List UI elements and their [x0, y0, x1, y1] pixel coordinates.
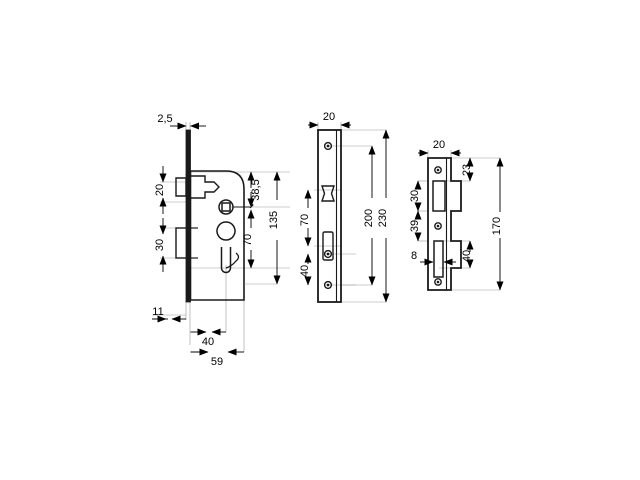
strike-view-group: 20 23 30 39 8 40 — [409, 139, 504, 291]
euro-cylinder-keyhole — [216, 221, 236, 274]
dim-label-38-5: 38,5 — [250, 179, 262, 200]
dead-bolt — [175, 227, 191, 259]
dim-strike-30: 30 — [409, 180, 422, 212]
dim-label-11: 11 — [152, 306, 163, 318]
strike-screw-hole-mid-center — [436, 224, 440, 228]
dim-label-230: 230 — [377, 209, 389, 227]
strike-screw-hole-top-center — [436, 168, 440, 172]
strike-screw-hole-top — [434, 166, 442, 174]
dim-strike-23: 23 — [461, 157, 474, 182]
dim-front-20: 20 — [308, 111, 351, 129]
dim-label-strike-40: 40 — [461, 250, 473, 262]
front-screw-hole-mid — [323, 249, 333, 259]
cylinder-cam-curve — [225, 252, 240, 269]
dim-label-strike-30: 30 — [409, 190, 421, 202]
latch-bolt — [190, 175, 220, 199]
dim-label-8: 8 — [411, 250, 417, 262]
dim-label-strike-20: 20 — [433, 139, 445, 151]
side-view-group: 2,5 20 30 38,5 70 13 — [152, 113, 290, 368]
strike-screw-hole-bottom-center — [436, 280, 440, 284]
dim-label-59: 59 — [211, 356, 223, 368]
dim-side-38-5: 38,5 — [247, 171, 262, 208]
dim-side-2-5: 2,5 — [157, 113, 206, 130]
front-faceplate-outline — [317, 129, 342, 303]
lock-case-body — [189, 170, 245, 301]
dim-label-front-70: 70 — [299, 214, 311, 226]
front-deadbolt-slot — [322, 231, 334, 261]
front-screw-hole-bottom — [323, 280, 333, 290]
dim-label-side-30: 30 — [154, 239, 166, 251]
dim-label-front-40: 40 — [299, 265, 311, 277]
strike-plate-outline — [427, 157, 462, 291]
strike-screw-hole-bottom — [434, 278, 442, 286]
dim-label-side-40: 40 — [202, 336, 214, 348]
dim-label-200: 200 — [363, 209, 375, 227]
dim-label-39: 39 — [409, 220, 421, 232]
strike-screw-hole-mid — [434, 222, 442, 230]
dim-front-40: 40 — [299, 253, 312, 286]
dim-side-20: 20 — [154, 166, 167, 214]
dim-label-135: 135 — [268, 211, 280, 229]
dim-side-30: 30 — [154, 218, 167, 272]
front-screw-hole-top-center — [326, 144, 330, 148]
dim-front-230: 230 — [377, 129, 390, 303]
dim-strike-40: 40 — [461, 240, 474, 269]
front-screw-hole-top — [323, 141, 333, 151]
strike-deadbolt-slot — [433, 240, 444, 278]
front-latch-opening — [321, 185, 335, 202]
front-screw-hole-bottom-center — [326, 283, 330, 287]
dim-label-170: 170 — [491, 217, 503, 235]
dim-label-23: 23 — [461, 164, 473, 176]
dim-label-side-70: 70 — [242, 234, 254, 246]
dim-side-11: 11 — [152, 306, 186, 323]
front-view-group: 20 70 40 200 230 — [299, 111, 390, 303]
dim-strike-170: 170 — [491, 157, 504, 291]
dim-label-front-20: 20 — [323, 111, 335, 123]
front-screw-hole-mid-center — [326, 252, 330, 256]
square-spindle-hole — [221, 202, 231, 212]
dim-strike-8: 8 — [411, 250, 456, 266]
dim-side-135: 135 — [268, 171, 281, 285]
dim-label-2-5: 2,5 — [157, 113, 172, 125]
dim-side-59: 59 — [190, 348, 244, 368]
dim-strike-20: 20 — [418, 139, 461, 157]
latch-bolt-stem — [175, 177, 187, 197]
dim-side-70: 70 — [242, 209, 255, 269]
dim-strike-39: 39 — [409, 210, 422, 242]
strike-latch-opening — [432, 180, 446, 212]
dim-label-side-20: 20 — [154, 184, 166, 196]
dim-front-70: 70 — [299, 189, 312, 247]
dim-front-200: 200 — [363, 145, 376, 286]
dim-side-40: 40 — [190, 328, 226, 348]
